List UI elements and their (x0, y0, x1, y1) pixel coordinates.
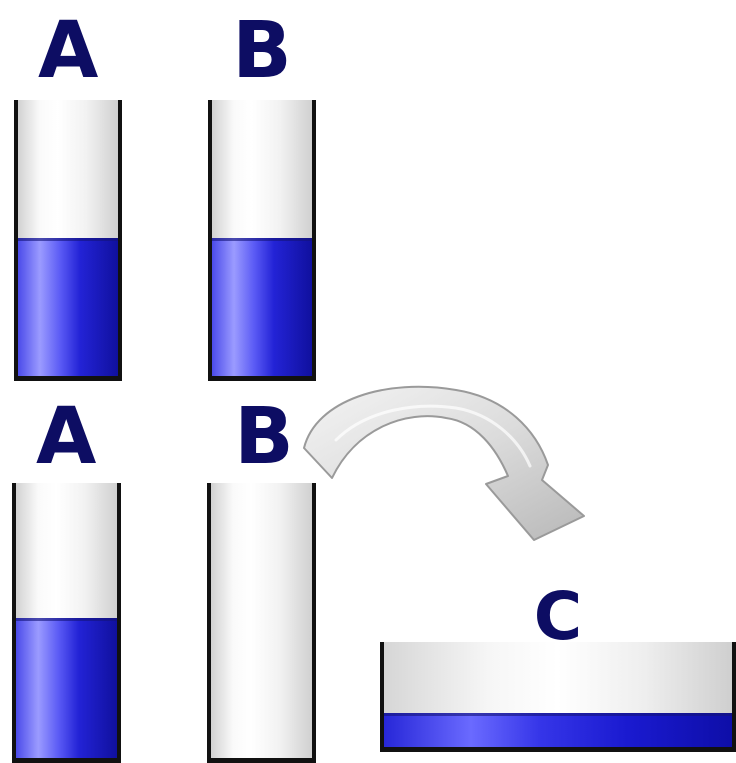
label-c: C (533, 578, 583, 655)
label-b-bottom: B (234, 392, 294, 482)
curved-arrow-icon (303, 385, 585, 541)
tube-a-bottom (12, 483, 121, 763)
dish-c (380, 642, 736, 752)
label-b-top: B (232, 6, 292, 96)
label-a-bottom: A (36, 392, 97, 482)
liquid-b-top (212, 238, 312, 376)
label-a-top: A (38, 6, 99, 96)
tube-a-top (14, 100, 122, 381)
tube-b-top (208, 100, 316, 381)
tube-b-bottom-empty (207, 483, 316, 763)
liquid-a-top (18, 238, 118, 376)
liquid-c (384, 713, 732, 747)
liquid-a-bottom (16, 618, 117, 758)
